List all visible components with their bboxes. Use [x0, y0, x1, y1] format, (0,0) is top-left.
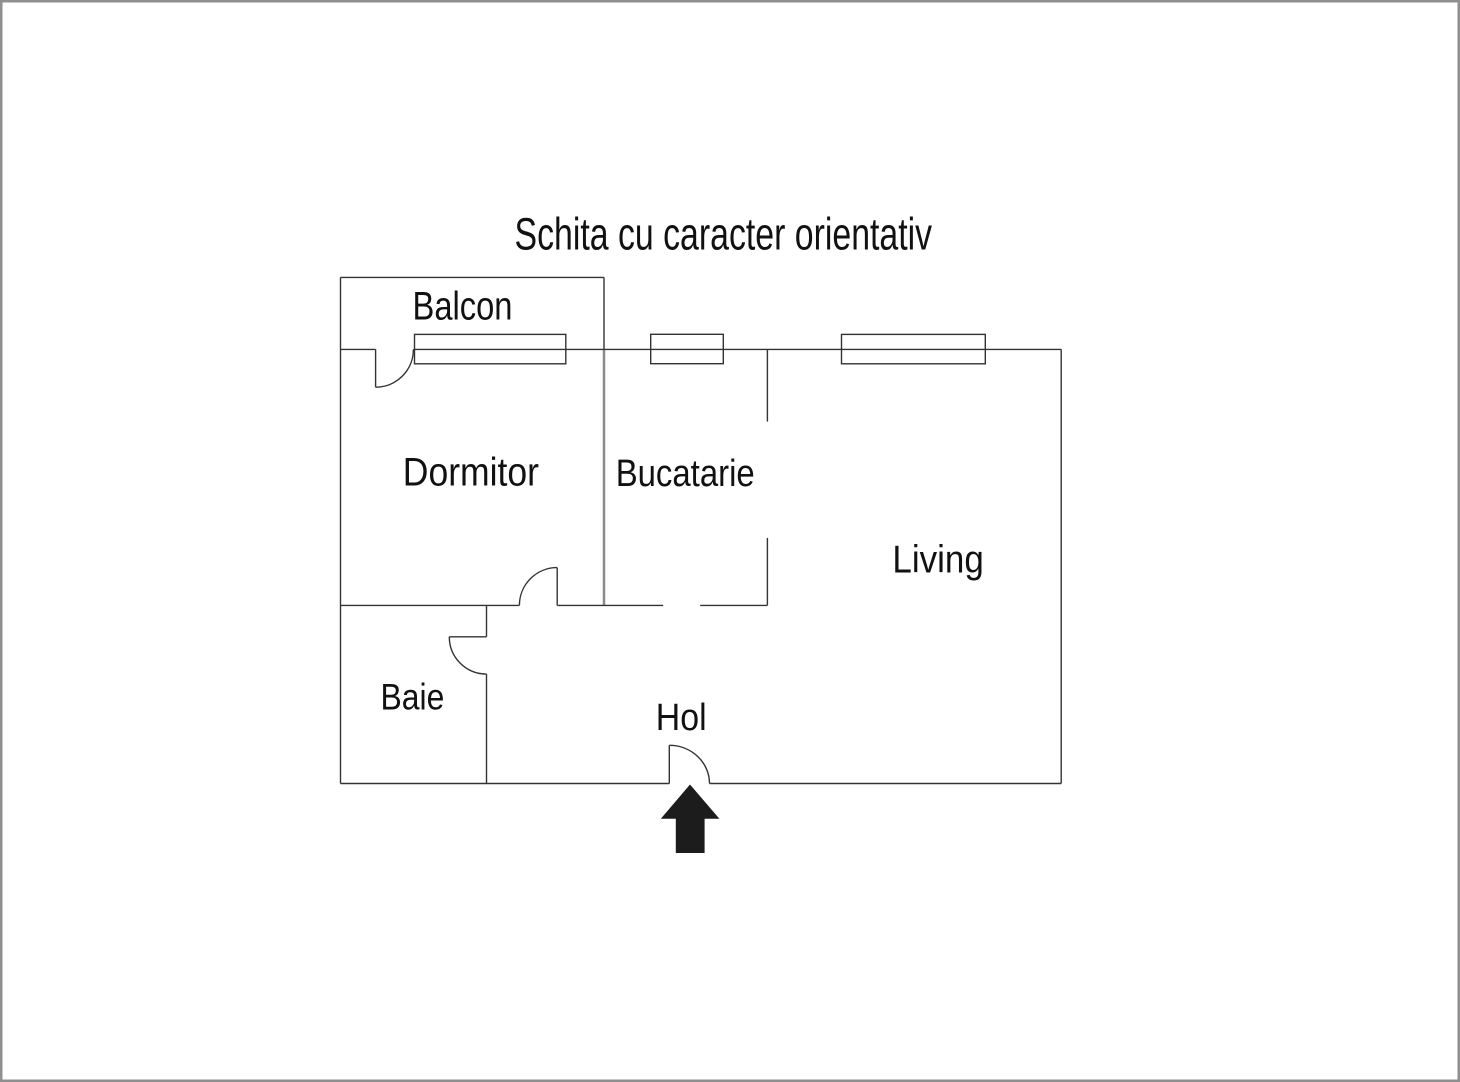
svg-text:Bucatarie: Bucatarie — [616, 453, 755, 495]
svg-text:Living: Living — [892, 539, 983, 582]
svg-text:Baie: Baie — [381, 677, 445, 718]
svg-text:Dormitor: Dormitor — [403, 450, 539, 494]
svg-text:Hol: Hol — [656, 697, 707, 739]
svg-text:Balcon: Balcon — [413, 285, 513, 329]
svg-text:Schita cu caracter orientativ: Schita cu caracter orientativ — [515, 208, 933, 259]
